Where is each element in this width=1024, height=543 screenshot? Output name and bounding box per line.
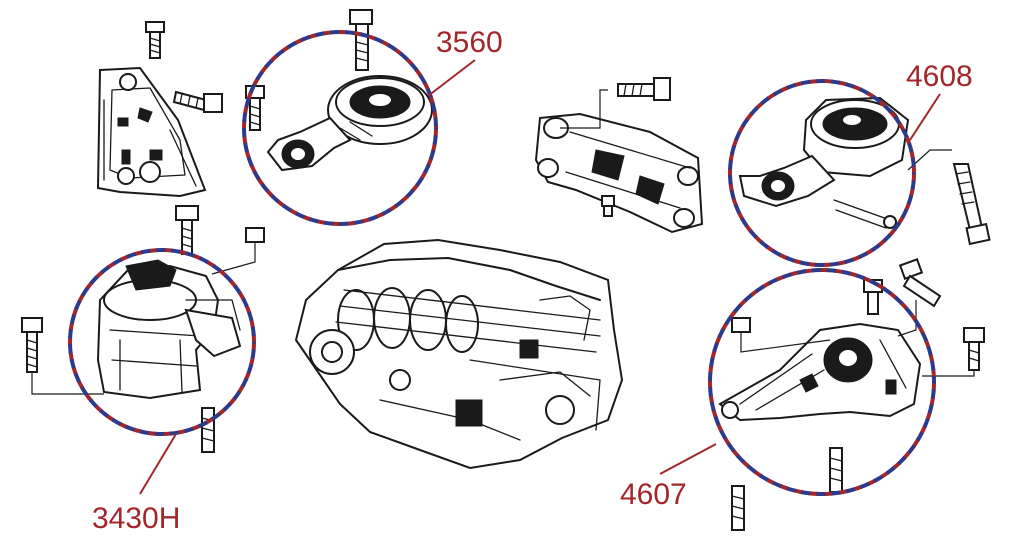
stud-3430h-bottom xyxy=(201,407,215,453)
bolt-4608-right xyxy=(907,149,991,246)
engine-assembly xyxy=(294,238,624,470)
highlight-ring-4608-blue xyxy=(728,79,916,267)
bolt-4607-right xyxy=(922,327,985,377)
callout-3430h: 3430H xyxy=(92,502,180,535)
bolt-3430h-left xyxy=(21,317,104,395)
stud-4607-bottom xyxy=(829,447,843,493)
leader-3560 xyxy=(427,59,476,97)
highlight-ring-4607-blue xyxy=(708,268,936,496)
mount-3430h xyxy=(96,259,242,400)
callout-4608: 4608 xyxy=(906,60,973,93)
bolt-3430h-top xyxy=(175,205,199,255)
bolt-center-lower xyxy=(601,195,615,217)
leader-4608 xyxy=(909,93,941,141)
bolt-3430h-right-top xyxy=(211,227,265,275)
leader-3430h xyxy=(139,433,177,495)
stud-4607-lower xyxy=(731,485,745,531)
highlight-ring-3430h-blue xyxy=(68,248,256,436)
bolt-4607-top-right xyxy=(897,258,942,337)
callout-3560: 3560 xyxy=(436,26,503,59)
bolt-3560-top xyxy=(349,9,373,71)
center-upper-bracket xyxy=(534,112,704,234)
bolt-4607-left xyxy=(731,317,831,353)
callout-4607: 4607 xyxy=(620,478,687,511)
bolt-top-left xyxy=(145,21,165,59)
mount-4608 xyxy=(738,96,910,229)
mount-3560 xyxy=(266,75,433,172)
bolt-center-upper xyxy=(560,77,671,129)
upper-left-bracket xyxy=(96,66,207,198)
bolt-bracket-side xyxy=(172,90,223,113)
mount-4607 xyxy=(718,322,922,422)
leader-4607 xyxy=(659,443,717,475)
highlight-ring-3560-blue xyxy=(242,30,438,226)
